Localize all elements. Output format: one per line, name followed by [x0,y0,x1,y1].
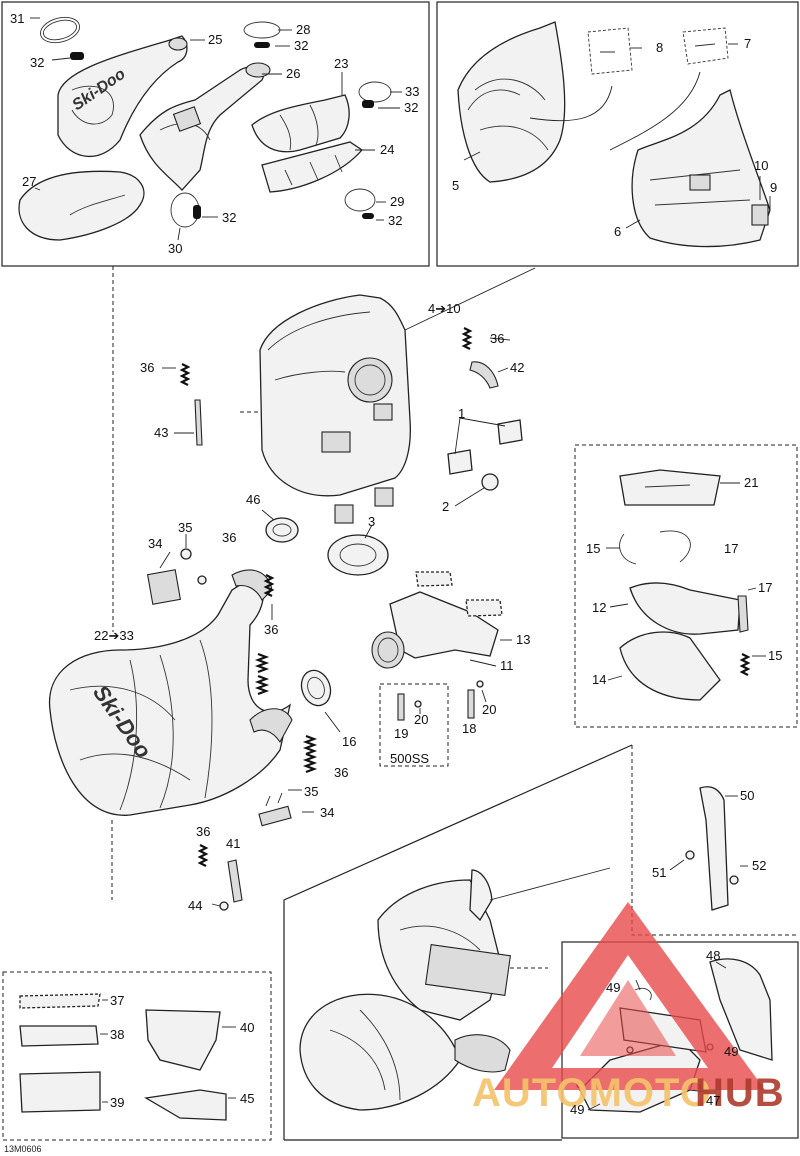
callout-44: 44 [188,898,202,913]
callout-48: 48 [706,948,720,963]
callout-36: 36 [264,622,278,637]
callout-17: 17 [724,541,738,556]
callout-41: 41 [226,836,240,851]
callout-15: 15 [586,541,600,556]
callout-3: 3 [368,514,375,529]
callout-31: 31 [10,11,24,26]
watermark-word-b: HUB [695,1071,785,1115]
callout-50: 50 [740,788,754,803]
callout-20: 20 [414,712,428,727]
callout-49: 49 [570,1102,584,1117]
callout-36: 36 [140,360,154,375]
callout-26: 26 [286,66,300,81]
callout-13: 13 [516,632,530,647]
callout-32: 32 [222,210,236,225]
callout-36: 36 [334,765,348,780]
callout-32: 32 [294,38,308,53]
watermark-logo: AUTOMOTO HUB [472,902,785,1115]
callout-11: 11 [500,658,514,673]
callout-42: 42 [510,360,524,375]
watermark-word-a: AUTOMOTO [472,1071,712,1115]
callout-24: 24 [380,142,394,157]
callout-2: 2 [442,499,449,514]
callout-25: 25 [208,32,222,47]
callout-37: 37 [110,993,124,1008]
callout-39: 39 [110,1095,124,1110]
left-hardware [162,363,299,543]
callout-12: 12 [592,600,606,615]
callout-23: 23 [334,56,348,71]
callout-1: 1 [458,406,465,421]
callout-34: 34 [148,536,162,551]
callout-4-10: 4➔10 [428,301,461,316]
callout-17: 17 [758,580,772,595]
callout-20: 20 [482,702,496,717]
callout-21: 21 [744,475,758,490]
callout-33: 33 [405,84,419,99]
callout-32: 32 [388,213,402,228]
callout-labels: 31 32 25 28 32 26 23 33 32 24 27 29 32 3… [4,11,782,1154]
callout-19: 19 [394,726,408,741]
callout-6: 6 [614,224,621,239]
callout-28: 28 [296,22,310,37]
callout-49: 49 [724,1044,738,1059]
drawing-code: 13M0606 [4,1144,42,1154]
callout-49: 49 [606,980,620,995]
callout-14: 14 [592,672,606,687]
pipe-hardware [146,534,341,911]
callout-36: 36 [222,530,236,545]
callout-29: 29 [390,194,404,209]
callout-51: 51 [652,865,666,880]
panel-top-right [457,21,771,248]
callout-7: 7 [744,36,751,51]
callout-36: 36 [196,824,210,839]
callout-5: 5 [452,178,459,193]
callout-45: 45 [240,1091,254,1106]
callout-35: 35 [178,520,192,535]
panel-decals [19,993,236,1121]
callout-18: 18 [462,721,476,736]
callout-38: 38 [110,1027,124,1042]
muffler-hardware [327,327,523,576]
callout-15: 15 [768,648,782,663]
callout-10: 10 [754,158,768,173]
callout-30: 30 [168,241,182,256]
muffler-assembly [240,267,536,524]
callout-47: 47 [706,1093,720,1108]
tuned-pipe: Ski-Doo [48,569,293,816]
panel-right [606,469,766,701]
callout-27: 27 [22,174,36,189]
callout-16: 16 [342,734,356,749]
callout-22-33: 22➔33 [94,628,134,643]
manifold [371,571,512,721]
callout-46: 46 [246,492,260,507]
callout-9: 9 [770,180,777,195]
callout-32: 32 [30,55,44,70]
callout-8: 8 [656,40,663,55]
variant-label: 500SS [390,751,429,766]
callout-36: 36 [490,331,504,346]
callout-52: 52 [752,858,766,873]
callout-43: 43 [154,425,168,440]
panel-top-left: Ski-Doo [18,16,402,241]
callout-35: 35 [304,784,318,799]
callout-32: 32 [404,100,418,115]
callout-34: 34 [320,805,334,820]
callout-40: 40 [240,1020,254,1035]
